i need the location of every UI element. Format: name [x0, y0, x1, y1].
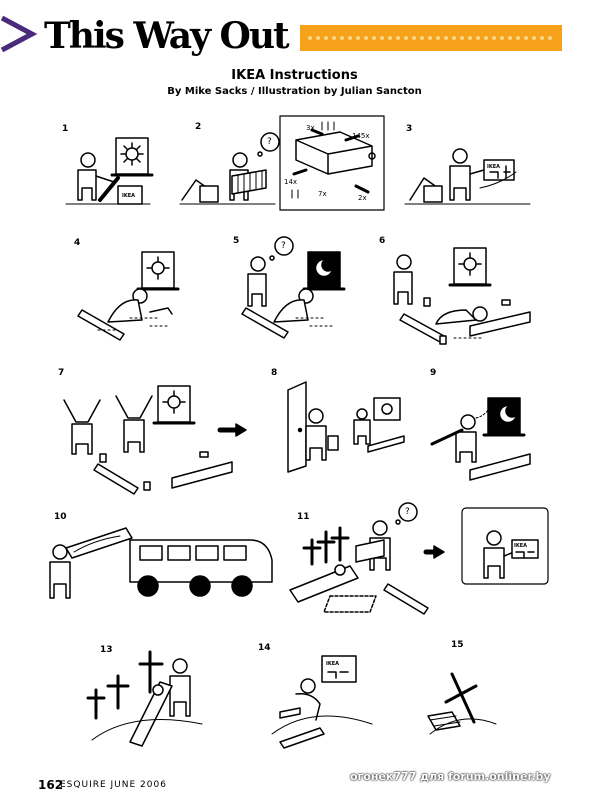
- step-number: 8: [271, 368, 278, 378]
- door: [287, 381, 307, 473]
- step-15-illustration: [427, 672, 497, 735]
- quantity-label: 145x: [352, 132, 370, 140]
- ikea-label: IKEA: [122, 193, 136, 199]
- step-number: 14: [258, 643, 271, 653]
- moon-icon: [505, 404, 519, 418]
- step-14-illustration: [271, 655, 373, 749]
- publication-line: ESQUIRE JUNE 2006: [60, 780, 167, 790]
- moon-icon: [321, 258, 335, 272]
- quantity-label: 2x: [358, 194, 367, 202]
- sun-icon: [151, 261, 165, 275]
- step-4-illustration: [77, 251, 180, 341]
- ikea-label: IKEA: [326, 661, 340, 667]
- watermark: огонек777 для forum.onliner.by: [350, 770, 551, 783]
- hearse: [129, 539, 273, 583]
- step-7-illustration: [63, 385, 247, 495]
- accent-bar: [300, 25, 562, 51]
- sun-icon: [167, 395, 181, 409]
- chevron-icon: [0, 15, 38, 53]
- page-number: 162: [38, 778, 64, 792]
- step-9-illustration: [430, 397, 531, 481]
- step-12-illustration: [461, 507, 549, 585]
- step-number: 11: [297, 512, 310, 522]
- section-title: This Way Out: [44, 15, 290, 57]
- step-number: 3: [406, 124, 413, 134]
- question-mark: ?: [267, 137, 272, 147]
- article-title: IKEA Instructions: [231, 68, 358, 83]
- step-number: 5: [233, 236, 240, 246]
- question-mark: ?: [405, 507, 410, 517]
- ikea-box: [511, 539, 539, 559]
- step-13-illustration: [86, 650, 203, 747]
- step-8-illustration: [287, 381, 405, 473]
- ikea-label: IKEA: [487, 164, 501, 170]
- quantity-label: 14x: [284, 178, 298, 186]
- ikea-label: IKEA: [514, 543, 528, 549]
- step-1-illustration: [65, 137, 154, 205]
- step-number: 15: [451, 640, 464, 650]
- sun-icon: [125, 147, 139, 161]
- step-11-illustration: [289, 502, 445, 615]
- question-mark: ?: [281, 241, 286, 251]
- step-3-illustration: [404, 148, 531, 205]
- step-6-illustration: [393, 247, 531, 345]
- step-number: 4: [74, 238, 81, 248]
- step-10-illustration: [49, 527, 273, 599]
- quantity-label: 3x: [306, 124, 315, 132]
- article-byline: By Mike Sacks / Illustration by Julian S…: [167, 86, 422, 97]
- step-number: 13: [100, 645, 113, 655]
- step-number: 9: [430, 368, 437, 378]
- sun-icon: [463, 257, 477, 271]
- step-number: 2: [195, 122, 202, 132]
- cross-icon: [302, 538, 322, 566]
- step-2-illustration: [179, 115, 385, 211]
- quantity-label: 7x: [318, 190, 327, 198]
- step-number: 10: [54, 512, 67, 522]
- step-number: 1: [62, 124, 69, 134]
- step-5-illustration: [241, 236, 346, 339]
- step-number: 7: [58, 368, 65, 378]
- step-number: 6: [379, 236, 386, 246]
